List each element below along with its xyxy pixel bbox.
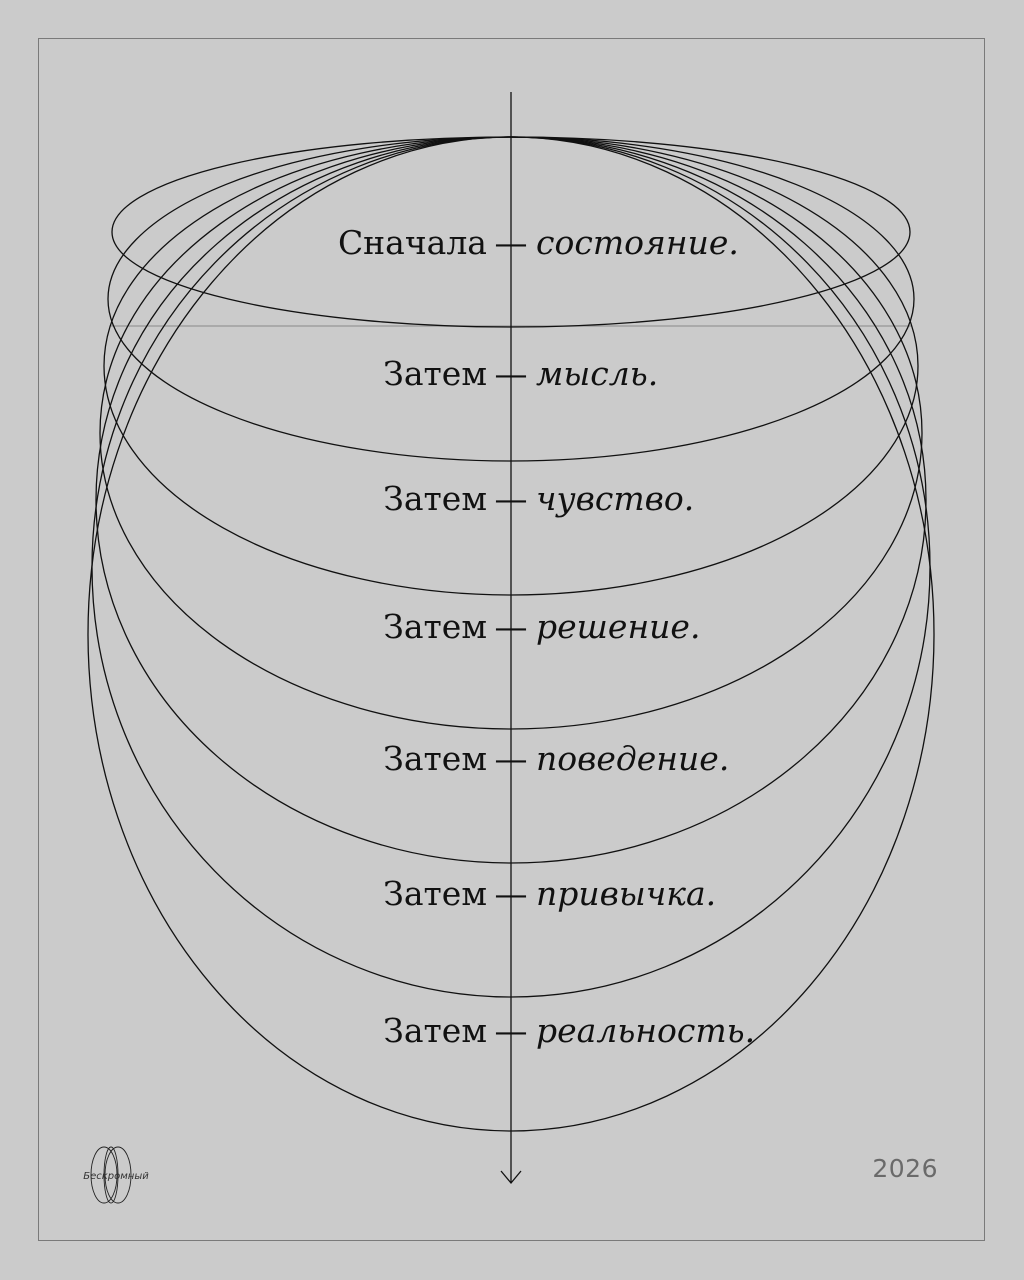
step-labels: Сначала—состояние.Затем—мысль.Затем—чувс…: [338, 223, 755, 1050]
step-word: чувство.: [536, 479, 694, 518]
step-lead: Затем: [383, 739, 487, 778]
step-row: Затем—привычка.: [383, 874, 716, 913]
step-lead: Затем: [383, 354, 487, 393]
step-row: Затем—поведение.: [383, 739, 729, 778]
step-word: поведение.: [536, 739, 729, 778]
step-word: мысль.: [536, 354, 658, 393]
step-word: состояние.: [536, 223, 739, 262]
step-dash: —: [495, 739, 528, 778]
step-lead: Затем: [383, 1011, 487, 1050]
step-lead: Сначала: [338, 223, 487, 262]
year-label: 2026: [872, 1154, 938, 1183]
step-lead: Затем: [383, 874, 487, 913]
step-row: Затем—чувство.: [383, 479, 694, 518]
step-row: Сначала—состояние.: [338, 223, 739, 262]
step-dash: —: [495, 1011, 528, 1050]
step-lead: Затем: [383, 607, 487, 646]
step-lead: Затем: [383, 479, 487, 518]
step-dash: —: [495, 479, 528, 518]
poster-frame: [38, 38, 985, 1241]
step-row: Затем—мысль.: [383, 354, 658, 393]
step-word: реальность.: [536, 1011, 755, 1050]
step-row: Затем—реальность.: [383, 1011, 755, 1050]
arrow-down-icon: [500, 1170, 522, 1185]
rings-logo-icon: [90, 1146, 132, 1204]
brand-name: Бескромный: [83, 1171, 149, 1182]
step-word: решение.: [536, 607, 700, 646]
step-dash: —: [495, 607, 528, 646]
step-dash: —: [495, 354, 528, 393]
step-dash: —: [495, 874, 528, 913]
step-word: привычка.: [536, 874, 716, 913]
step-row: Затем—решение.: [383, 607, 700, 646]
step-dash: —: [495, 223, 528, 262]
